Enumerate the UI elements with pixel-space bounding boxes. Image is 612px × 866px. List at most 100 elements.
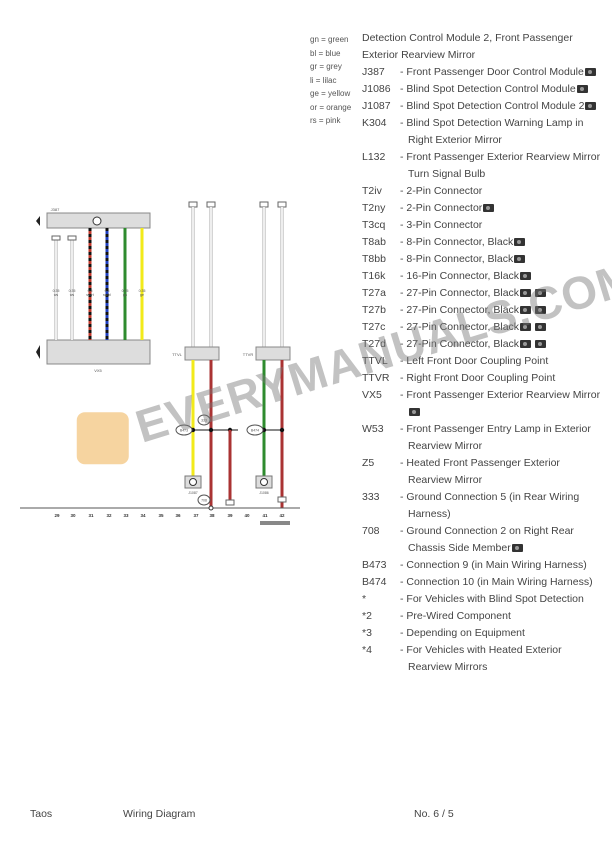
camera-icon[interactable] <box>520 272 532 280</box>
camera-icon[interactable] <box>520 323 532 331</box>
connector-pin-icon <box>259 201 269 208</box>
connector-pin-icon <box>277 496 287 503</box>
camera-icon[interactable] <box>576 85 588 93</box>
legend-code: T27b <box>362 304 386 316</box>
legend-code: *4 <box>362 644 372 656</box>
color-name: grey <box>326 62 342 71</box>
legend-description-text: - 27-Pin Connector, Black <box>400 304 520 316</box>
camera-icon[interactable] <box>520 289 532 297</box>
legend-entry: T8ab- 8-Pin Connector, Black <box>362 234 602 251</box>
footer-page-number: No. 6 / 5 <box>414 808 454 820</box>
connector-pin-icon <box>188 201 198 208</box>
diagram-id-tag <box>260 521 290 525</box>
column-number: 38 <box>209 513 215 518</box>
legend-description-text: - 16-Pin Connector, Black <box>400 270 520 282</box>
connector-pin-icon <box>67 235 77 241</box>
legend-code: T8bb <box>362 253 386 265</box>
legend-entry: VX5- Front Passenger Exterior Rearview M… <box>362 387 602 421</box>
wire-size-label: 0.5 <box>105 289 110 293</box>
legend-description-text: - Left Front Door Coupling Point <box>400 355 549 367</box>
legend-entry: *3- Depending on Equipment <box>362 625 602 642</box>
legend-entry: T8bb - 8-Pin Connector, Black <box>362 251 602 268</box>
legend-description: - 2-Pin Connector <box>400 183 602 200</box>
camera-icon[interactable] <box>514 255 526 263</box>
wire-color-label: ge <box>140 293 144 297</box>
camera-icon[interactable] <box>534 340 546 348</box>
legend-description: - Blind Spot Detection Control Module 2 <box>400 98 602 115</box>
camera-icon[interactable] <box>520 340 532 348</box>
camera-icon[interactable] <box>584 68 596 76</box>
legend-description: - Right Front Door Coupling Point <box>400 370 602 387</box>
camera-icon[interactable] <box>483 204 495 212</box>
legend-code: J387 <box>362 66 385 78</box>
legend-description: - 27-Pin Connector, Black <box>400 285 602 302</box>
camera-icon[interactable] <box>409 408 420 416</box>
terminal-icon <box>208 505 214 511</box>
splice-dot <box>208 427 214 433</box>
wire-color-label: sw/rt <box>86 293 93 297</box>
column-number: 34 <box>140 513 146 518</box>
color-abbr: or <box>310 102 318 112</box>
legend-description-text: - Right Front Door Coupling Point <box>400 372 556 384</box>
splice-b474-icon <box>246 424 264 436</box>
legend-code: T2ny <box>362 202 386 214</box>
legend-entry: L132- Front Passenger Exterior Rearview … <box>362 149 602 183</box>
legend-code: 708 <box>362 525 380 537</box>
color-name: blue <box>325 48 341 58</box>
wire-color-label: sw/bl <box>103 293 111 297</box>
legend-description-text: - Front Passenger Door Control Module <box>400 66 584 78</box>
legend-code: TTVL <box>362 355 388 367</box>
legend-description: - 16-Pin Connector, Black <box>400 268 602 285</box>
camera-icon[interactable] <box>534 306 546 314</box>
legend-description: - 8-Pin Connector, Black <box>400 251 602 268</box>
legend-description-text: - Depending on Equipment <box>400 627 525 639</box>
legend-description-text: - 27-Pin Connector, Black <box>400 338 520 350</box>
legend-entry: T27d- 27-Pin Connector, Black <box>362 336 602 353</box>
control-module-label: J1087 <box>188 491 198 495</box>
legend-description-text: - 3-Pin Connector <box>400 219 483 231</box>
module-vx5-label: VX5 <box>94 368 102 373</box>
legend-code: W53 <box>362 423 384 435</box>
column-number: 31 <box>88 513 94 518</box>
color-key-item: gn = green <box>310 35 349 44</box>
legend-entry: T27c- 27-Pin Connector, Black <box>362 319 602 336</box>
camera-icon[interactable] <box>534 289 546 297</box>
column-number: 41 <box>262 513 268 518</box>
legend-code: L132 <box>362 151 386 163</box>
camera-icon[interactable] <box>585 102 597 110</box>
legend-description-text: - Front Passenger Entry Lamp in Exterior… <box>400 423 591 452</box>
legend-description: - 3-Pin Connector <box>400 217 602 234</box>
color-key-item: ge = yellow <box>310 89 351 98</box>
legend-code: TTVR <box>362 372 390 384</box>
legend-entry: K304 - Blind Spot Detection Warning Lamp … <box>362 115 602 149</box>
legend-code: T2iv <box>362 185 382 197</box>
legend-entry: B474- Connection 10 (in Main Wiring Harn… <box>362 574 602 591</box>
legend-entry: T3cq- 3-Pin Connector <box>362 217 602 234</box>
wire-color-label: ws <box>70 293 75 297</box>
wire-color-label: gn <box>123 293 127 297</box>
legend-code: K304 <box>362 117 387 129</box>
splice-dot <box>279 427 285 433</box>
splice-b474-label: B474 <box>251 429 259 433</box>
color-key-item: gr = grey <box>310 62 342 71</box>
coupling-point-box <box>184 346 220 361</box>
legend-description-text: - Blind Spot Detection Warning Lamp in R… <box>400 117 584 146</box>
column-number: 29 <box>54 513 60 518</box>
legend-entry: T16k- 16-Pin Connector, Black <box>362 268 602 285</box>
color-abbr: rs <box>310 116 317 125</box>
color-name: lilac <box>322 75 337 85</box>
camera-icon[interactable] <box>520 306 532 314</box>
legend-description: - Front Passenger Door Control Module <box>400 64 602 81</box>
camera-icon[interactable] <box>511 544 523 552</box>
legend-description: - Ground Connection 5 (in Rear Wiring Ha… <box>400 489 602 523</box>
camera-icon[interactable] <box>534 323 546 331</box>
legend-description: - For Vehicles with Blind Spot Detection <box>400 591 602 608</box>
column-number: 42 <box>279 513 285 518</box>
ground-symbol-icon <box>92 216 102 226</box>
legend-description-text: - Connection 10 (in Main Wiring Harness) <box>400 576 593 588</box>
legend-description-text: - Ground Connection 2 on Right Rear Chas… <box>400 525 574 554</box>
camera-icon[interactable] <box>514 238 526 246</box>
legend-entry: *4- For Vehicles with Heated Exterior Re… <box>362 642 602 676</box>
